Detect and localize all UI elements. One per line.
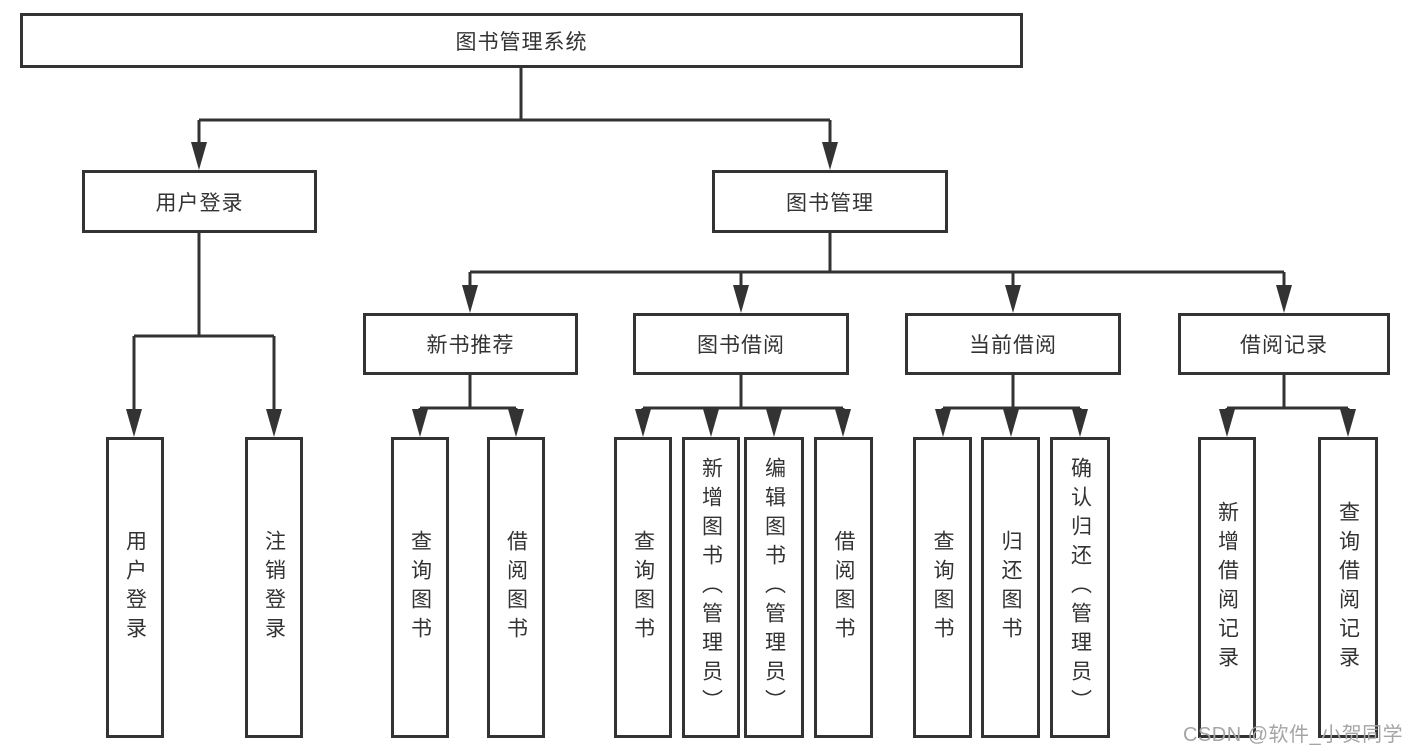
arrowhead-icon: [1340, 409, 1356, 437]
leaf-label: 确认归还（管理员）: [1068, 457, 1092, 718]
leaf-label: 新增图书（管理员）: [699, 457, 723, 718]
arrowhead-icon: [508, 409, 524, 437]
leaf-label: 新增借阅记录: [1215, 500, 1239, 675]
arrowhead-icon: [1276, 285, 1292, 313]
arrowhead-icon: [1003, 409, 1019, 437]
arrowhead-icon: [766, 409, 782, 437]
leaf-label: 编辑图书（管理员）: [762, 457, 786, 718]
connector-root: [197, 68, 832, 146]
csdn-watermark: CSDN @软件_小贺同学: [1183, 724, 1404, 746]
leaf-borrow-book-recommend: 借阅图书: [487, 437, 545, 738]
leaf-query-book-borrow: 查询图书: [614, 437, 672, 738]
connector-user-login: [132, 233, 276, 413]
leaf-label: 用户登录: [123, 529, 147, 646]
connector-borrow-records: [1225, 375, 1350, 414]
node-new-book-recommend: 新书推荐: [363, 313, 578, 375]
connector-new-book-recommend: [418, 375, 518, 414]
leaf-edit-book-admin: 编辑图书（管理员）: [744, 437, 804, 738]
leaf-logout: 注销登录: [245, 437, 303, 738]
node-library-management-system: 图书管理系统: [20, 13, 1023, 68]
leaf-query-book-current: 查询图书: [913, 437, 972, 738]
arrowhead-icon: [1005, 285, 1021, 313]
leaf-label: 查询图书: [631, 529, 655, 646]
arrowhead-icon: [635, 409, 651, 437]
connector-book-management: [468, 233, 1286, 291]
leaf-label: 查询图书: [408, 529, 432, 646]
leaf-return-book: 归还图书: [981, 437, 1040, 738]
arrowhead-icon: [703, 409, 719, 437]
node-book-management: 图书管理: [712, 170, 948, 233]
leaf-label: 借阅图书: [832, 529, 855, 646]
arrowhead-icon: [412, 409, 428, 437]
leaf-label: 归还图书: [999, 529, 1022, 646]
arrowhead-icon: [191, 142, 207, 170]
node-borrow-records: 借阅记录: [1178, 313, 1390, 375]
node-current-borrow: 当前借阅: [905, 313, 1121, 375]
leaf-label: 注销登录: [262, 529, 286, 646]
arrowhead-icon: [1072, 409, 1088, 437]
arrowhead-icon: [822, 142, 838, 170]
arrowhead-icon: [733, 285, 749, 313]
node-book-borrow: 图书借阅: [633, 313, 849, 375]
leaf-confirm-return-admin: 确认归还（管理员）: [1050, 437, 1110, 738]
leaf-query-book-recommend: 查询图书: [391, 437, 449, 738]
leaf-user-login: 用户登录: [106, 437, 164, 738]
arrowhead-icon: [266, 409, 282, 437]
leaf-borrow-book: 借阅图书: [814, 437, 873, 738]
arrowhead-icon: [462, 285, 478, 313]
connector-current-borrow: [941, 375, 1082, 414]
leaf-label: 借阅图书: [504, 529, 528, 646]
node-user-login: 用户登录: [82, 170, 317, 233]
leaf-label: 查询图书: [931, 529, 954, 646]
arrowhead-icon: [126, 409, 142, 437]
arrowhead-icon: [835, 409, 851, 437]
leaf-add-book-admin: 新增图书（管理员）: [682, 437, 740, 738]
arrowhead-icon: [1219, 409, 1235, 437]
connector-book-borrow: [641, 375, 845, 414]
leaf-query-borrow-record: 查询借阅记录: [1318, 437, 1378, 738]
arrowhead-icon: [935, 409, 951, 437]
leaf-label: 查询借阅记录: [1336, 500, 1360, 675]
leaf-add-borrow-record: 新增借阅记录: [1198, 437, 1256, 738]
